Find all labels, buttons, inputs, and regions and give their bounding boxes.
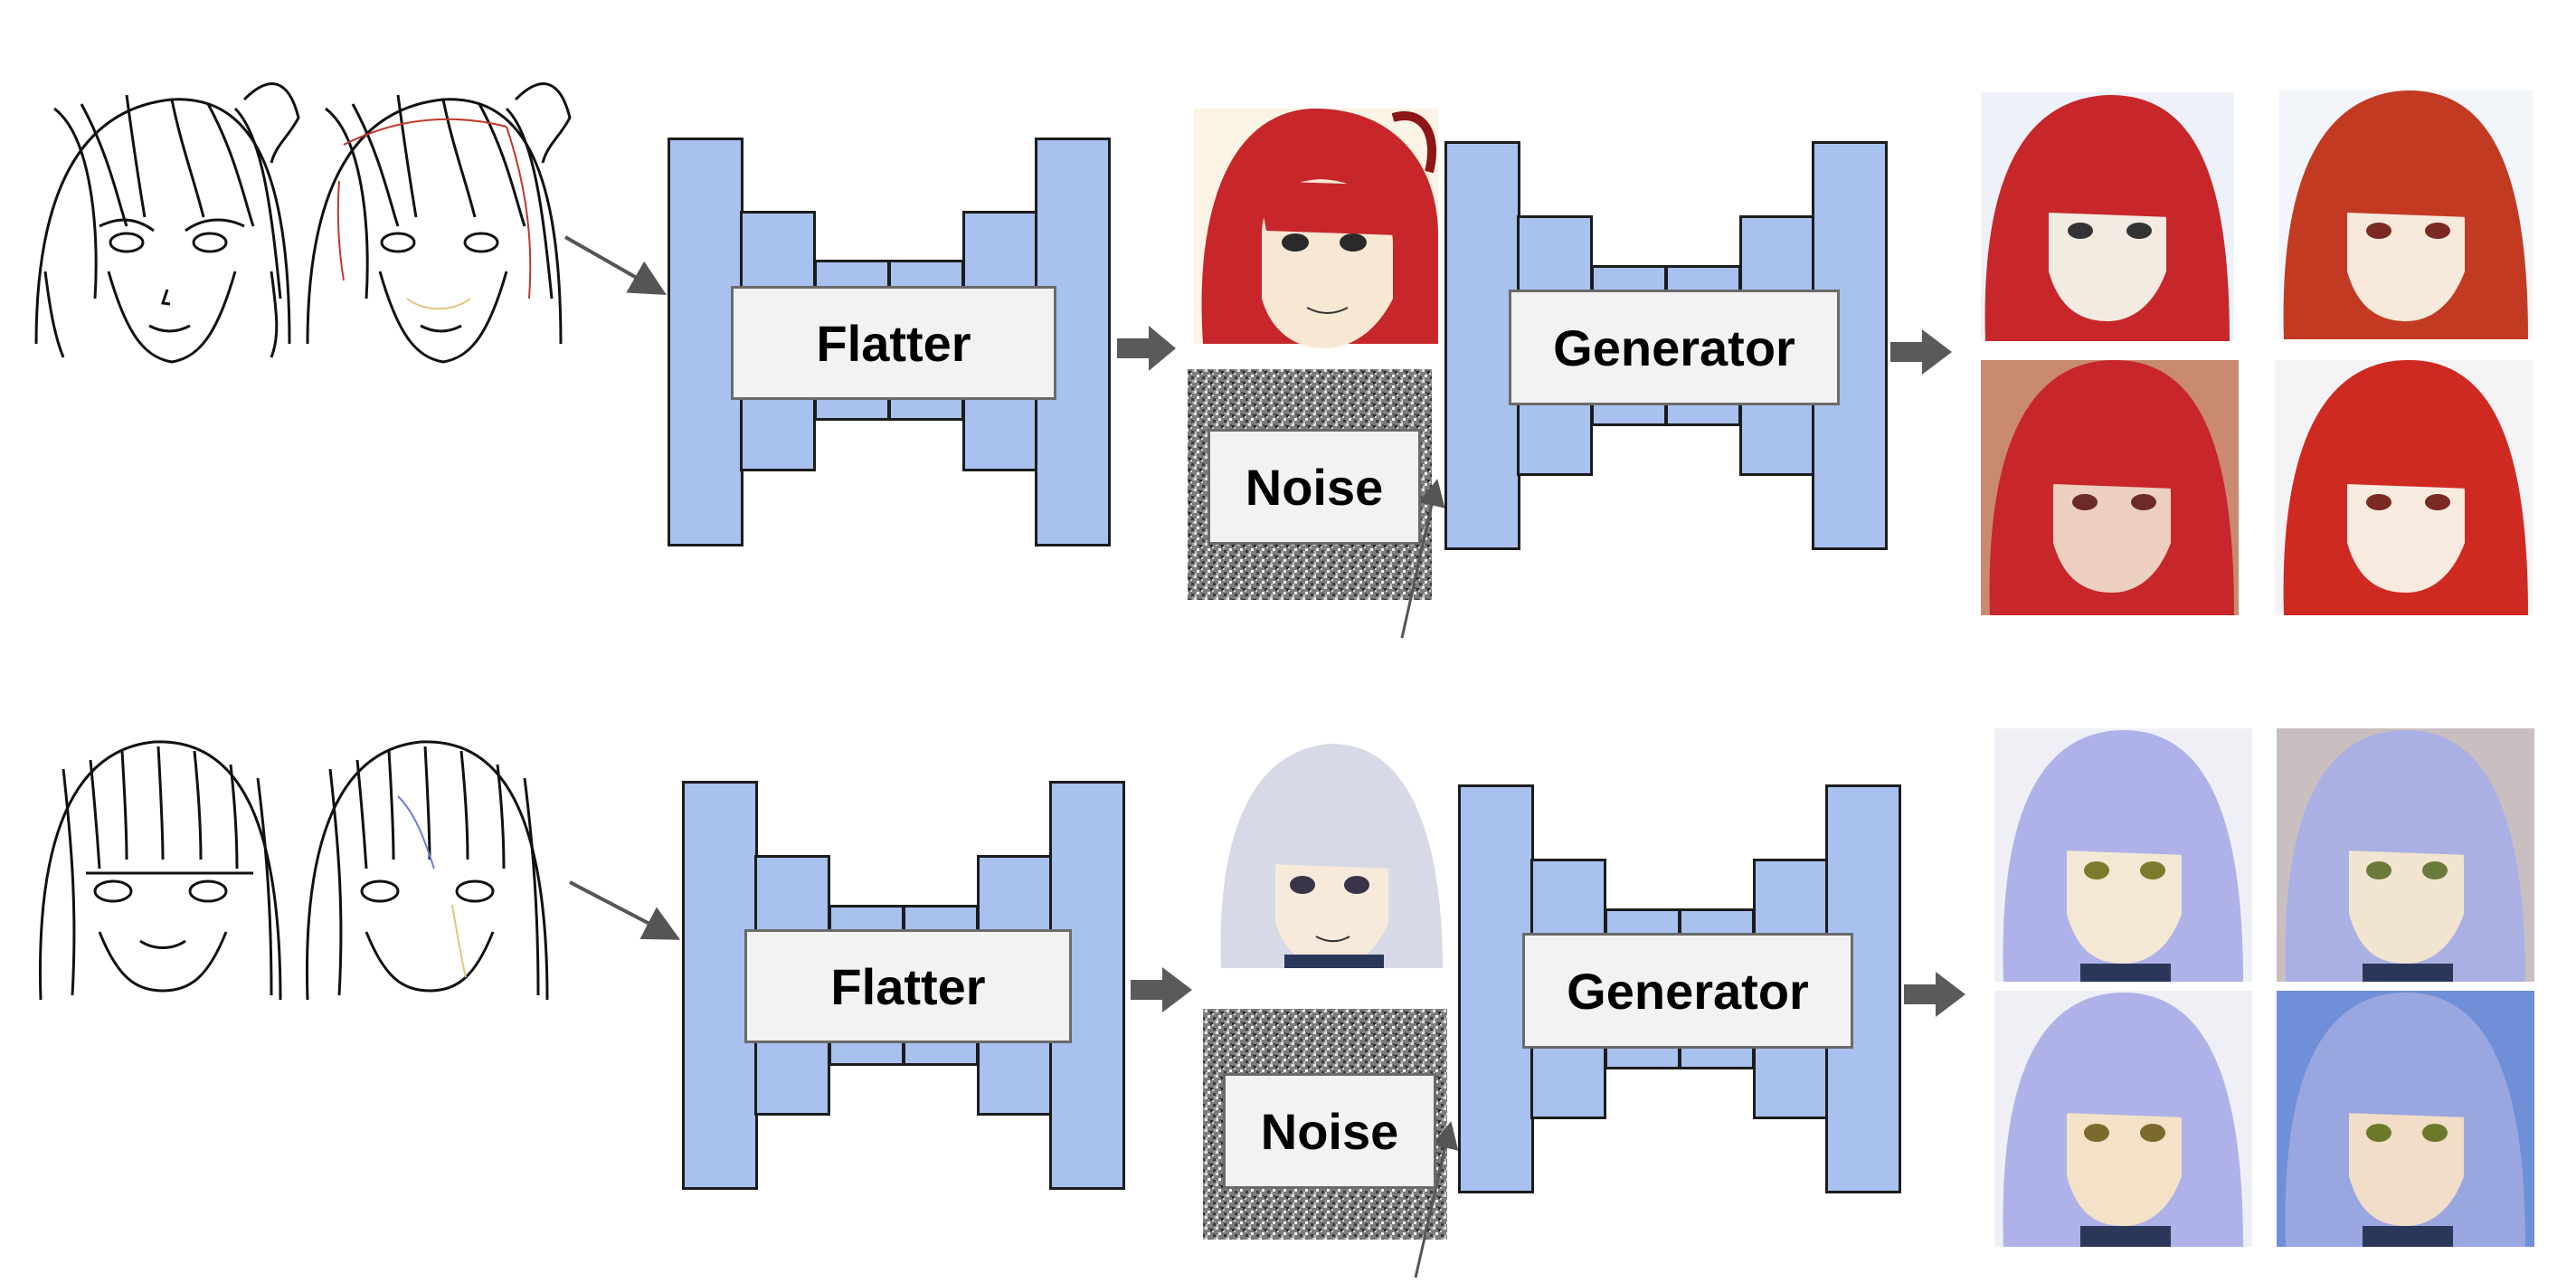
row1-generator-output-arrow [1890,329,1952,375]
flatter-label: Flatter [744,929,1072,1043]
generator-label: Generator [1522,933,1853,1049]
row1-flattened-image [1194,108,1438,348]
flatter-label: Flatter [731,286,1056,400]
row2-generator-output-arrow [1904,972,1965,1017]
row2-output-grid [1994,728,2534,1247]
row2-flatter-output-arrow [1131,967,1192,1012]
row1-output-grid [1981,90,2533,615]
row2-input-arrow [569,880,681,940]
generator-label: Generator [1509,290,1840,405]
row2-line-sketch [39,740,282,1001]
row1-line-sketch [34,82,300,364]
row1-flatter-output-arrow [1117,326,1176,371]
row2-noise-arrow [1414,1121,1459,1278]
row2-annotated-sketch [306,740,549,1001]
row2-noise-label: Noise [1223,1073,1436,1189]
row1-input-arrow [564,235,667,295]
generator-encoder-block-1 [1444,141,1520,550]
row2-flattened-image [1217,742,1447,968]
row1-noise-arrow [1400,479,1445,639]
row1-noise-label: Noise [1208,429,1421,545]
row1-annotated-sketch [306,82,572,364]
